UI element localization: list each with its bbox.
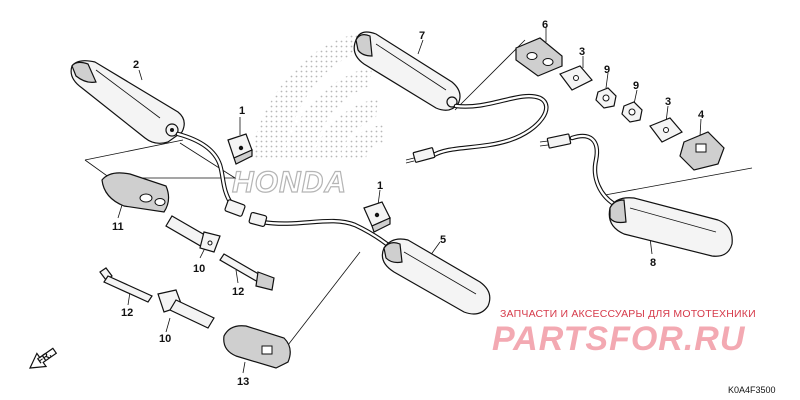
label-12b: 12	[121, 307, 133, 319]
turn-signal-front-right[interactable]	[353, 31, 461, 111]
stay-plate-lower[interactable]	[649, 117, 683, 143]
label-7: 7	[419, 30, 425, 42]
diagram-code: K0A4F3500	[728, 385, 776, 395]
turn-signal-front-left[interactable]	[70, 60, 185, 144]
label-4: 4	[698, 109, 705, 121]
bulb-socket-left[interactable]	[223, 325, 291, 369]
rubber-mount-left[interactable]	[101, 172, 170, 213]
label-6: 6	[542, 19, 548, 31]
label-11: 11	[112, 221, 124, 233]
turn-signal-rear-left[interactable]	[381, 238, 491, 315]
wire-rear-right	[539, 133, 617, 207]
label-13: 13	[237, 376, 249, 388]
label-10b: 10	[159, 333, 171, 345]
collar-lower[interactable]	[157, 289, 215, 329]
wire-front-right	[405, 93, 549, 164]
wire-center	[248, 211, 395, 251]
label-3b: 3	[665, 96, 671, 108]
nut-upper[interactable]	[595, 87, 617, 109]
rubber-mount[interactable]	[515, 37, 563, 77]
label-9b: 9	[633, 80, 639, 92]
label-3a: 3	[579, 46, 585, 58]
bolt-upper[interactable]	[219, 253, 275, 291]
honda-wing-logo: HONDA	[231, 32, 385, 200]
rubber-grommet-lower[interactable]	[363, 201, 391, 233]
watermark-tagline: ЗАПЧАСТИ И АКСЕССУАРЫ ДЛЯ МОТОТЕХНИКИ	[500, 308, 756, 320]
nut-lower[interactable]	[621, 101, 643, 123]
label-9a: 9	[604, 64, 610, 76]
front-direction-arrow: FR.	[29, 347, 58, 369]
label-10a: 10	[193, 263, 205, 275]
bulb-socket[interactable]	[679, 131, 725, 171]
label-1a: 1	[239, 105, 245, 117]
honda-logo-text: HONDA	[232, 166, 347, 199]
label-1b: 1	[377, 180, 383, 192]
part-number-labels: 1 1 2 3 3 4 5 6 7 8 9 9 10 10 11 12 12 1…	[112, 19, 705, 388]
collar-upper[interactable]	[165, 215, 221, 253]
label-8: 8	[650, 257, 656, 269]
turn-signal-rear-right[interactable]	[608, 197, 733, 257]
label-2: 2	[133, 59, 139, 71]
rubber-grommet-upper[interactable]	[227, 133, 253, 165]
wire-front-left	[175, 131, 246, 217]
watermark-brand: PARTSFOR.RU	[492, 320, 746, 358]
label-12a: 12	[232, 286, 244, 298]
label-5: 5	[440, 234, 446, 246]
stay-plate-upper[interactable]	[559, 65, 593, 91]
watermark: ЗАПЧАСТИ И АКСЕССУАРЫ ДЛЯ МОТОТЕХНИКИ PA…	[492, 308, 756, 358]
bolt-lower[interactable]	[99, 267, 153, 303]
